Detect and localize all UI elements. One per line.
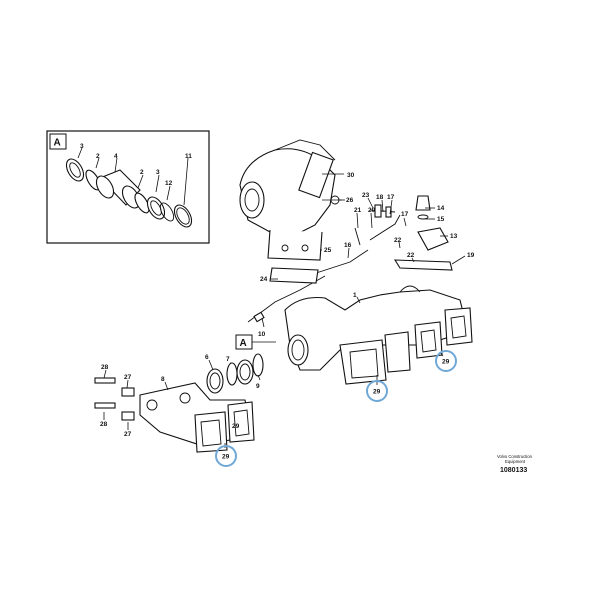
- detail-label-7: 11: [185, 153, 192, 160]
- brand-line-2: Equipment: [505, 459, 526, 464]
- label-18: 18: [376, 194, 384, 201]
- highlight-circle-3: [435, 350, 457, 372]
- highlighted-callouts-29: 29 29 29 29: [215, 350, 457, 467]
- detail-label-6: 12: [165, 180, 173, 187]
- detail-label-3: 4: [114, 153, 118, 160]
- section-ref-a: A: [235, 334, 276, 350]
- footer-branding: Volvo Construction Equipment 1080133: [497, 454, 533, 474]
- label-27-lower: 27: [124, 431, 132, 438]
- label-14: 14: [437, 205, 445, 212]
- detail-label-1: 3: [80, 143, 84, 150]
- label-16: 16: [344, 242, 352, 249]
- label-30: 30: [347, 172, 355, 179]
- label-22-lower: 22: [407, 252, 415, 259]
- label-19: 19: [467, 252, 475, 259]
- label-6: 6: [205, 354, 209, 361]
- label-17-mid: 17: [401, 211, 409, 218]
- exhaust-manifold-front: [94, 377, 255, 453]
- label-22-upper: 22: [394, 237, 402, 244]
- label-29-front: 29: [222, 454, 230, 461]
- label-17-top: 17: [387, 194, 395, 201]
- turbocharger: [239, 139, 345, 261]
- label-28-lower: 28: [100, 421, 108, 428]
- label-7: 7: [226, 356, 230, 363]
- detail-box-letter: A: [54, 138, 61, 149]
- detail-box-a: A 3 2 4 2 3 12 11: [46, 130, 210, 244]
- callout-labels: 30 26 23 18 17 14 15 17 21 20 22 13 22 1…: [100, 172, 475, 438]
- highlight-circle-2: [366, 380, 388, 402]
- label-21: 21: [354, 207, 362, 214]
- label-24: 24: [260, 276, 268, 283]
- label-29-mid: 29: [373, 389, 381, 396]
- document-number: 1080133: [500, 467, 527, 474]
- leader-lines: [103, 197, 466, 448]
- label-15: 15: [437, 216, 445, 223]
- label-1: 1: [353, 292, 357, 299]
- label-20: 20: [368, 207, 376, 214]
- label-23: 23: [362, 192, 370, 199]
- label-26: 26: [346, 197, 354, 204]
- label-10: 10: [258, 331, 266, 338]
- label-29-right: 29: [442, 359, 450, 366]
- detail-label-2: 2: [96, 153, 100, 160]
- label-29-inner: 29: [232, 423, 240, 430]
- detail-label-5: 3: [156, 169, 160, 176]
- section-ref-letter: A: [240, 338, 247, 349]
- label-9: 9: [256, 383, 260, 390]
- brand-line-1: Volvo Construction: [497, 454, 533, 459]
- highlight-circle-1: [215, 445, 237, 467]
- label-8: 8: [161, 376, 165, 383]
- label-27-upper: 27: [124, 374, 132, 381]
- detail-label-4: 2: [140, 169, 144, 176]
- label-25: 25: [324, 247, 332, 254]
- exhaust-manifold-main: [284, 285, 473, 385]
- oil-pipe-assembly: [247, 195, 453, 323]
- label-28-upper: 28: [101, 364, 109, 371]
- sealing-rings: [206, 353, 264, 394]
- label-13: 13: [450, 233, 458, 240]
